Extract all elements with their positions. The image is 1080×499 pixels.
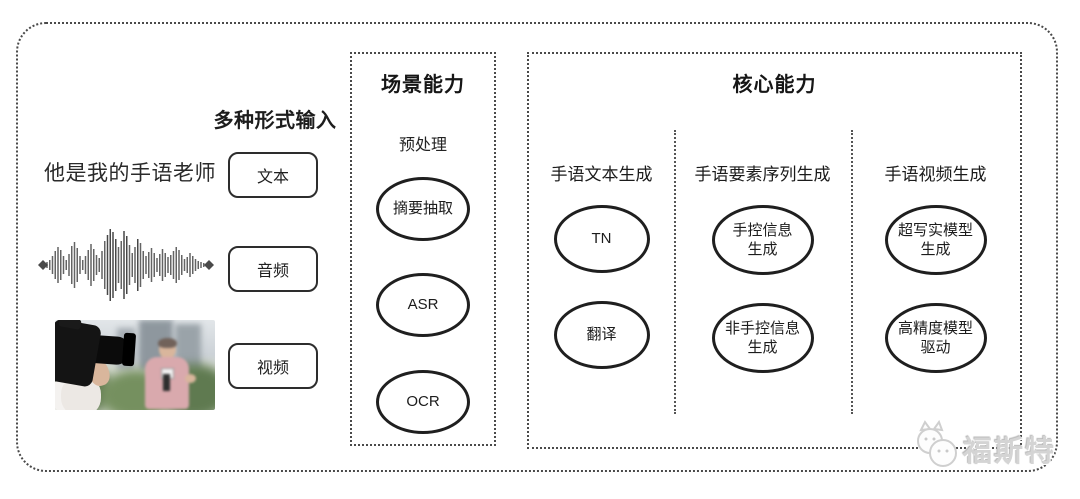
- video-thumbnail: [55, 320, 215, 410]
- input-box-audio-label: 音频: [256, 263, 289, 280]
- column-header: 手语文本生成: [550, 165, 653, 184]
- node-hyperrealistic-model-generation: 超写实模型 生成: [884, 205, 987, 275]
- node-high-precision-model-driving: 高精度模型 驱动: [884, 303, 987, 373]
- preprocess-label: 预处理: [398, 137, 447, 154]
- node-summary-extraction: 摘要抽取: [376, 177, 470, 241]
- outer-dotted-border: [16, 22, 1058, 472]
- scene-box-title: 场景能力: [381, 74, 465, 96]
- node-non-manual-info-generation: 非手控信息 生成: [711, 303, 814, 373]
- column-sign-text-generation: 手语文本生成 TN 翻译: [529, 54, 674, 447]
- input-box-video: 视频: [228, 343, 318, 389]
- scene-capability-box: 场景能力 预处理 摘要抽取 ASR OCR: [350, 52, 496, 446]
- column-sign-video-generation: 手语视频生成 超写实模型 生成 高精度模型 驱动: [851, 54, 1020, 447]
- node-tn: TN: [553, 205, 650, 273]
- column-header: 手语要素序列生成: [694, 165, 831, 184]
- audio-waveform-icon: [38, 229, 214, 301]
- node-manual-info-generation: 手控信息 生成: [711, 205, 814, 275]
- column-header: 手语视频生成: [884, 165, 987, 184]
- core-capability-box: 核心能力 手语文本生成 TN 翻译 手语要素序列生成 手控信息 生成 非手控信息…: [527, 52, 1022, 449]
- column-divider: [851, 130, 853, 414]
- input-box-text-label: 文本: [256, 169, 289, 186]
- input-box-text: 文本: [228, 152, 318, 198]
- sample-sentence-text: 他是我的手语老师: [44, 162, 216, 185]
- input-box-audio: 音频: [228, 246, 318, 292]
- input-box-video-label: 视频: [256, 360, 289, 377]
- column-divider: [674, 130, 676, 414]
- photo-reporter: [139, 338, 196, 410]
- core-box-title: 核心能力: [732, 74, 817, 96]
- node-asr: ASR: [376, 273, 470, 337]
- node-translation: 翻译: [553, 301, 650, 369]
- photo-camera: [55, 320, 215, 410]
- input-section-heading: 多种形式输入: [213, 110, 337, 132]
- node-ocr: OCR: [376, 370, 470, 434]
- column-sign-element-sequence-generation: 手语要素序列生成 手控信息 生成 非手控信息 生成: [674, 54, 851, 447]
